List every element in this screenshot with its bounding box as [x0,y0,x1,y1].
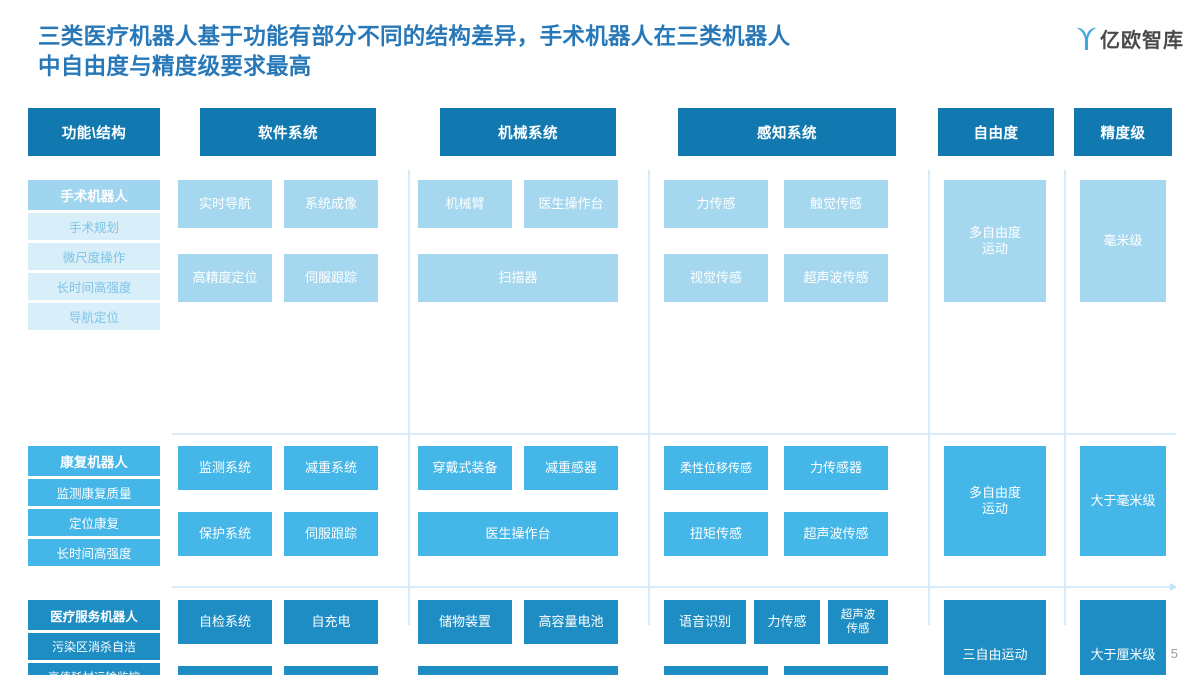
column-dof: 自由度 [934,108,1058,633]
column-sensing: 感知系统 [652,108,922,633]
yiou-y-mark-icon [1076,27,1097,50]
cell-software: 保护系统 [178,512,272,556]
cell-software: 监测系统 [178,446,272,490]
row-title: 医疗服务机器人 [28,600,160,630]
cell-mechanical: 减重感器 [524,446,618,490]
row-separator-2 [172,583,1177,591]
function-stack-medical-service: 医疗服务机器人 污染区消杀自洁 高值耗材运输监控 量化消杀指标 [28,600,160,675]
cell-precision: 大于厘米级 [1080,600,1166,675]
row-separator-1 [172,433,1176,435]
function-item: 长时间高强度 [28,539,160,566]
function-item: 微尺度操作 [28,243,160,270]
column-header-function: 功能\结构 [28,108,160,156]
cell-sensing: 视觉传感 [664,254,768,302]
brand-logo: 亿欧智库 [1074,24,1184,53]
cell-software: 高精度定位 [178,254,272,302]
vertical-separator-3 [928,170,930,625]
cell-software: 实时导航 [178,180,272,228]
cell-sensing: 视觉传感 [664,666,768,675]
page-title-line-2: 中自由度与精度级要求最高 [38,54,312,80]
page-title: 三类医疗机器人基于功能有部分不同的结构差异，手术机器人在三类机器人 中自由度与精… [38,22,1048,83]
function-item: 定位康复 [28,509,160,536]
cell-mechanical: 扫描器 [418,254,618,302]
cell-sensing: 力传感器 [784,446,888,490]
cell-software: 减重系统 [284,446,378,490]
cell-software: 自充电 [284,600,378,644]
cell-mechanical: 穿戴式装备 [418,446,512,490]
cell-dof-line-2: 运动 [981,241,1008,256]
cell-dof-line-1: 三自由运动 [962,646,1028,662]
cell-mechanical: 医生操作台 [524,180,618,228]
page-title-line-1: 三类医疗机器人基于功能有部分不同的结构差异，手术机器人在三类机器人 [38,24,791,49]
row-title: 手术机器人 [28,180,160,210]
column-mechanical: 机械系统 [412,108,644,633]
column-header-software: 软件系统 [200,108,376,156]
cell-dof: 多自由度 运动 [944,446,1046,556]
cell-dof-line-2: 运动 [981,501,1008,516]
cell-mechanical: 高容量电池 [524,600,618,644]
page-number: 5 [1170,646,1178,661]
vertical-separator-4 [1064,170,1066,625]
cell-mechanical: 机械臂 [418,180,512,228]
cell-software: 伺服跟踪 [284,512,378,556]
vertical-separator-2 [648,170,650,625]
cell-mechanical: 储物装置 [418,600,512,644]
cell-sensing-line-1: 超声波 [840,608,876,621]
cell-sensing: 扭矩传感 [664,512,768,556]
cell-sensing: 超声波 传感 [828,600,888,644]
comparison-table: 功能\结构 软件系统 机械系统 感知系统 自由度 精度级 手术机器人 [28,108,1177,675]
cell-sensing: 柔性位移传感 [664,446,768,490]
cell-dof-line-1: 多自由度 [968,224,1021,240]
table-row: 医疗服务机器人 污染区消杀自洁 高值耗材运输监控 量化消杀指标 自检系统 自充电… [28,594,1176,675]
function-item: 手术规划 [28,213,160,240]
cell-sensing: 接近觉传感 [784,666,888,675]
cell-sensing: 超声波传感 [784,254,888,302]
function-stack-rehabilitation: 康复机器人 监测康复质量 定位康复 长时间高强度 [28,446,160,569]
cell-dof: 多自由度 运动 [944,180,1046,302]
column-function: 功能\结构 [28,108,160,633]
column-header-sensing: 感知系统 [678,108,896,156]
cell-sensing-line-2: 传感 [846,623,870,635]
cell-software: 伺服跟踪 [284,254,378,302]
cell-dof: 三自由运动 [944,600,1046,675]
cell-software: 导航 [284,666,378,675]
table-row: 康复机器人 监测康复质量 定位康复 长时间高强度 监测系统 减重系统 保护系统 … [28,440,1176,580]
function-item: 长时间高强度 [28,273,160,300]
function-item: 监测康复质量 [28,479,160,506]
cell-mechanical: 消杀喷头 [418,666,618,675]
arrow-right-icon [1170,583,1177,591]
vertical-separator-1 [408,170,410,625]
cell-dof-line-1: 多自由度 [968,484,1021,500]
column-header-dof: 自由度 [938,108,1054,156]
cell-precision: 大于毫米级 [1080,446,1166,556]
cell-sensing: 力传感 [754,600,820,644]
cell-precision: 毫米级 [1080,180,1166,302]
function-stack-surgical: 手术机器人 手术规划 微尺度操作 长时间高强度 导航定位 [28,180,160,333]
function-item: 高值耗材运输监控 [28,663,160,675]
cell-software: 自检系统 [178,600,272,644]
function-item: 导航定位 [28,303,160,330]
row-title: 康复机器人 [28,446,160,476]
function-item: 污染区消杀自洁 [28,633,160,660]
cell-sensing: 力传感 [664,180,768,228]
cell-sensing: 触觉传感 [784,180,888,228]
column-header-mechanical: 机械系统 [440,108,616,156]
table-row: 手术机器人 手术规划 微尺度操作 长时间高强度 导航定位 实时导航 系统成像 高… [28,170,1176,428]
column-software: 软件系统 [172,108,404,633]
column-precision: 精度级 [1070,108,1176,633]
column-header-precision: 精度级 [1074,108,1172,156]
cell-sensing: 语音识别 [664,600,746,644]
cell-software: 系统成像 [284,180,378,228]
cell-sensing: 超声波传感 [784,512,888,556]
logo-text: 亿欧智库 [1100,30,1184,52]
cell-software: 自清洁 [178,666,272,675]
cell-mechanical: 医生操作台 [418,512,618,556]
